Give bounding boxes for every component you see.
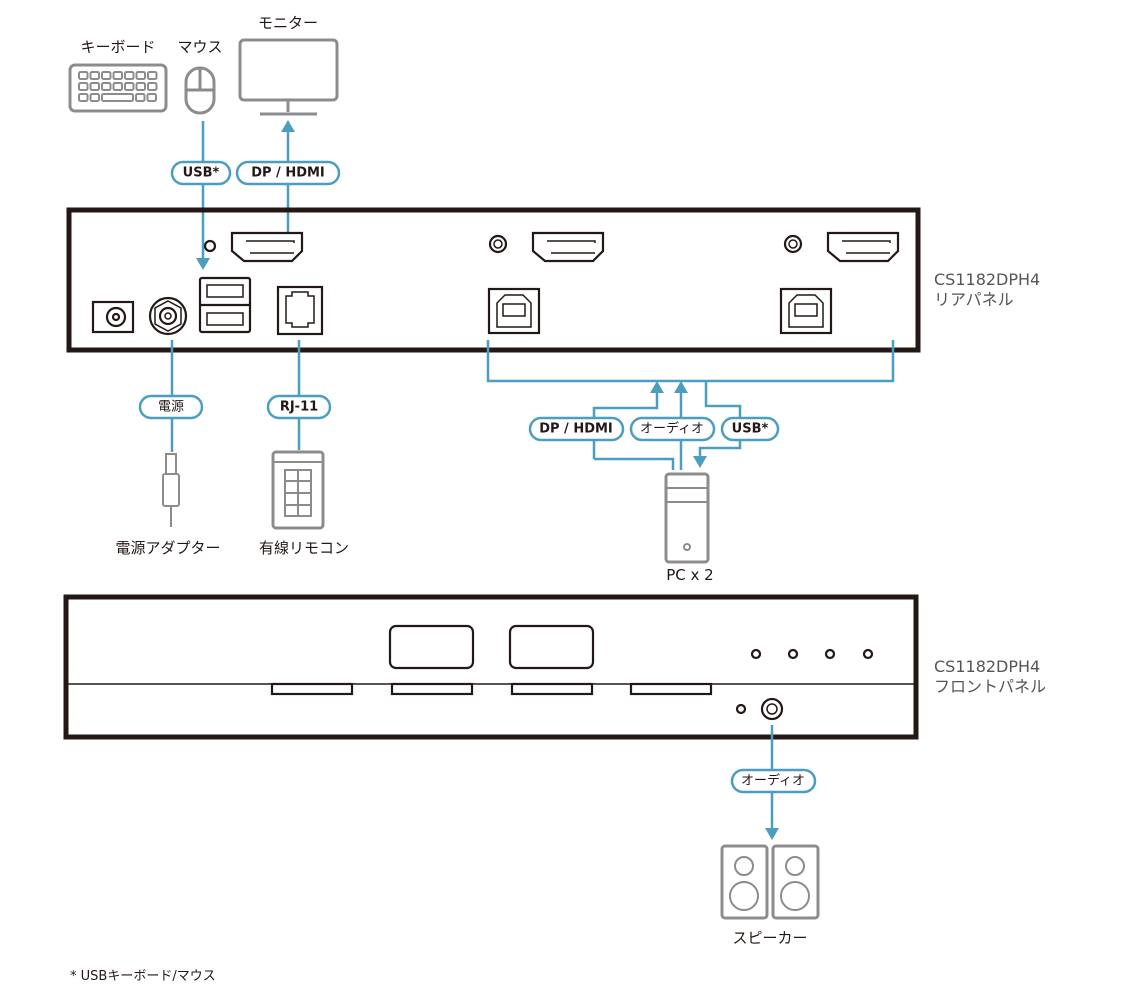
dp-hdmi-console-pill: DP / HDMI	[235, 160, 341, 186]
power-connector-port	[148, 296, 188, 336]
keyboard-key	[124, 71, 135, 80]
mouse-icon	[184, 66, 216, 115]
front-panel-model: CS1182DPH4	[934, 657, 1040, 676]
monitor-label: モニター	[258, 14, 318, 32]
arrow-down-icon	[196, 258, 210, 270]
audio-front-pill: オーディオ	[730, 768, 817, 794]
keyboard-key	[147, 71, 158, 80]
keyboard-key	[147, 82, 158, 91]
audio-pc-pill: オーディオ	[629, 416, 716, 442]
keyboard-key	[146, 93, 157, 102]
audio-pc-label: オーディオ	[640, 421, 704, 437]
keyboard-key	[78, 82, 89, 91]
led-icon	[203, 239, 217, 253]
rear-panel	[66, 207, 921, 353]
keyboard-icon	[68, 63, 168, 113]
keyboard-key	[78, 93, 89, 102]
usb-b-port-pc2	[779, 287, 833, 335]
power-adapter-label: 電源アダプター	[115, 539, 220, 557]
hdmi-port-pc2	[826, 231, 900, 263]
keyboard-key	[101, 82, 112, 91]
keyboard-key	[135, 71, 146, 80]
usb-a-ports	[198, 276, 252, 334]
keyboard-key	[124, 82, 135, 91]
rj11-label: RJ-11	[280, 400, 318, 415]
switch-tab-1	[270, 682, 354, 696]
usb-pc-label: USB*	[732, 422, 769, 437]
switch-tab-3	[510, 682, 594, 696]
arrow-up-icon	[650, 381, 664, 393]
front-led-indicators	[750, 648, 874, 660]
keyboard-key	[101, 93, 134, 102]
keyboard-key	[89, 82, 100, 91]
monitor-icon	[238, 38, 339, 116]
remote-label: 有線リモコン	[259, 539, 349, 557]
keyboard-key	[135, 82, 146, 91]
audio-port-pc2	[783, 234, 803, 254]
rj11-pill: RJ-11	[266, 394, 332, 420]
switch-tab-2	[390, 682, 474, 696]
keyboard-key	[112, 82, 123, 91]
remote-keypad-icon	[271, 450, 325, 530]
usb-b-port-pc1	[487, 287, 541, 335]
usb-console-pill: USB*	[170, 160, 232, 186]
mouse-label: マウス	[177, 38, 222, 56]
front-audio-port	[760, 697, 784, 721]
port-selector-button-1[interactable]	[388, 624, 475, 670]
front-led-icon	[735, 703, 747, 715]
audio-front-label: オーディオ	[741, 773, 805, 789]
dp-hdmi-pc-pill: DP / HDMI	[528, 416, 625, 442]
usb-pc-pill: USB*	[720, 416, 780, 442]
audio-port-pc1	[488, 234, 508, 254]
keyboard-key	[135, 93, 146, 102]
pc-tower-icon	[664, 472, 710, 564]
power-pill: 電源	[138, 394, 204, 420]
keyboard-key	[101, 71, 112, 80]
rear-panel-name: リアパネル	[934, 290, 1014, 309]
dc-power-port	[91, 300, 135, 334]
rj11-port	[276, 285, 324, 336]
rear-panel-model: CS1182DPH4	[934, 270, 1040, 289]
keyboard-key	[89, 93, 100, 102]
dp-hdmi-pc-label: DP / HDMI	[539, 422, 613, 437]
usb-console-label: USB*	[183, 166, 220, 181]
keyboard-label: キーボード	[80, 38, 155, 56]
keyboard-key	[78, 71, 89, 80]
pc-bus-wire	[486, 340, 895, 383]
keyboard-key	[89, 71, 100, 80]
arrow-up-icon	[281, 120, 295, 132]
dp-hdmi-console-label: DP / HDMI	[251, 166, 325, 181]
arrow-down-icon	[693, 456, 707, 468]
arrow-down-icon	[765, 828, 779, 840]
switch-tab-4	[629, 682, 713, 696]
port-selector-button-2[interactable]	[508, 624, 595, 670]
speaker-icon	[720, 844, 820, 920]
pc-label: PC x 2	[666, 566, 713, 584]
power-plug-icon	[162, 453, 180, 527]
keyboard-key	[112, 71, 123, 80]
hdmi-console-port	[230, 231, 304, 263]
speakers-label: スピーカー	[732, 929, 807, 947]
front-panel	[63, 594, 919, 740]
arrow-up-icon	[674, 381, 688, 393]
power-label: 電源	[158, 400, 184, 415]
hdmi-port-pc1	[531, 231, 605, 263]
front-panel-name: フロントパネル	[934, 677, 1046, 696]
footnote: * USBキーボード/マウス	[70, 969, 216, 984]
